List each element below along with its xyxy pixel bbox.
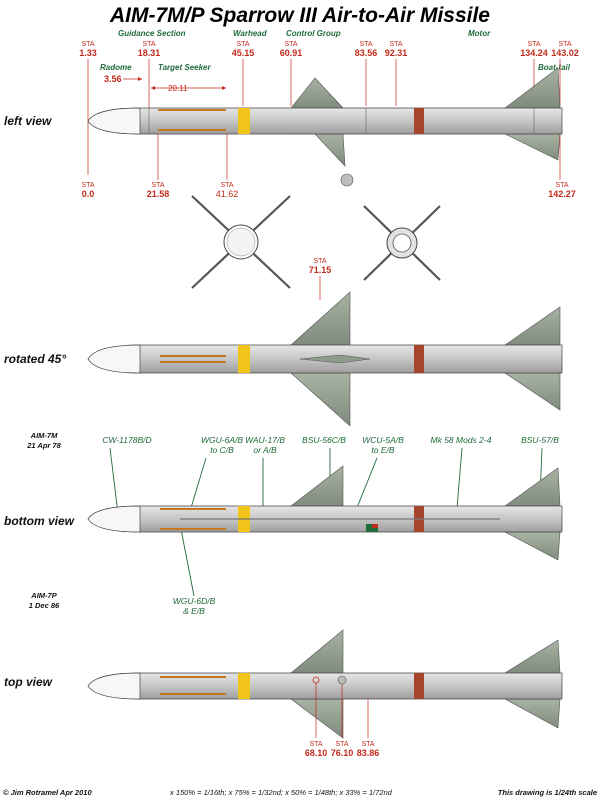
front-end-view [191, 195, 291, 289]
top-view-label: top view [4, 675, 53, 689]
sta-label: STA [309, 741, 322, 748]
station-76-10: STA 76.10 [331, 684, 354, 758]
part-wgu-6a-line1: WGU-6A/B [201, 435, 243, 445]
guidance-section-label: Guidance Section [118, 29, 186, 38]
station-92-31: STA 92.31 [385, 41, 408, 106]
radome-label: Radome [100, 63, 132, 72]
station-0-0: STA 0.0 [81, 182, 94, 199]
credit-text: © Jim Rotramel Apr 2010 [3, 788, 92, 797]
boattail-label: Boat-tail [538, 63, 571, 72]
part-mk58: Mk 58 Mods 2-4 [431, 435, 492, 445]
missile-top-view [87, 629, 563, 739]
warhead-label: Warhead [233, 29, 268, 38]
sta-label: STA [361, 741, 374, 748]
station-142-27: STA 142.27 [548, 134, 576, 199]
sta-label: STA [555, 182, 568, 189]
seeker-dimension: 20.11 [151, 84, 226, 93]
part-wgu-6d-line1: WGU-6D/B [173, 596, 216, 606]
sta-label: STA [220, 182, 233, 189]
sta-value: 18.31 [138, 48, 161, 58]
station-41-62: STA 41.62 [216, 134, 239, 199]
bottom-view-label: bottom view [4, 514, 75, 528]
sta-label: STA [389, 41, 402, 48]
scale-note: This drawing is 1/24th scale [498, 788, 597, 797]
station-18-31: STA 18.31 [138, 41, 161, 108]
missile-rotated-view [87, 291, 563, 427]
left-view-label: left view [4, 114, 52, 128]
sta-label: STA [81, 182, 94, 189]
sta-value: 60.91 [280, 48, 303, 58]
sta-label: STA [527, 41, 540, 48]
sta-label: STA [313, 258, 326, 265]
rotated-view-label: rotated 45° [4, 352, 66, 366]
sta-value: 1.33 [79, 48, 97, 58]
part-wcu-5a-line2: to E/B [371, 445, 394, 455]
sta-value: 0.0 [82, 189, 95, 199]
station-1-33: STA 1.33 [79, 41, 97, 175]
sta-label: STA [284, 41, 297, 48]
station-83-56: STA 83.56 [355, 41, 378, 106]
part-cw-1178: CW-1178B/D [102, 435, 151, 445]
sta-value: 41.62 [216, 189, 239, 199]
sta-label: STA [81, 41, 94, 48]
part-wau-17-line1: WAU-17/B [245, 435, 285, 445]
station-83-86: STA 83.86 [357, 699, 380, 758]
sta-value: 83.56 [355, 48, 378, 58]
sta-value: 92.31 [385, 48, 408, 58]
dimension-value: 3.56 [104, 74, 122, 84]
motor-label: Motor [468, 29, 491, 38]
sta-label: STA [151, 182, 164, 189]
radome-dimension: 3.56 [104, 74, 142, 84]
station-143-02: STA 143.02 [551, 41, 579, 106]
control-group-label: Control Group [286, 29, 341, 38]
part-wau-17-line2: or A/B [253, 445, 277, 455]
aim7p-variant-date: 1 Dec 86 [29, 601, 60, 610]
station-45-15: STA 45.15 [232, 41, 255, 106]
sta-value: 142.27 [548, 189, 576, 199]
part-bsu-57: BSU-57/B [521, 435, 559, 445]
page-title: AIM-7M/P Sparrow III Air-to-Air Missile [109, 4, 490, 27]
sta-value: 45.15 [232, 48, 255, 58]
missile-bottom-view [87, 465, 563, 561]
sta-label: STA [359, 41, 372, 48]
sta-label: STA [335, 741, 348, 748]
dimension-value: 20.11 [168, 84, 188, 93]
sta-label: STA [142, 41, 155, 48]
part-wgu-6a-line2: to C/B [210, 445, 234, 455]
aim7m-variant-name: AIM-7M [30, 431, 58, 440]
station-60-91: STA 60.91 [280, 41, 303, 106]
station-71-15: STA 71.15 [309, 258, 332, 300]
sta-value: 83.86 [357, 748, 380, 758]
aim7m-variant-date: 21 Apr 78 [26, 441, 61, 450]
part-wcu-5a-line1: WCU-5A/B [362, 435, 404, 445]
sta-value: 71.15 [309, 265, 332, 275]
sta-value: 143.02 [551, 48, 579, 58]
aim7p-variant-name: AIM-7P [30, 591, 57, 600]
station-21-58: STA 21.58 [147, 134, 170, 199]
target-seeker-label: Target Seeker [158, 63, 212, 72]
sta-label: STA [558, 41, 571, 48]
scale-conversions: x 150% = 1/16th; x 75% = 1/32nd; x 50% =… [169, 788, 393, 797]
sta-value: 21.58 [147, 189, 170, 199]
part-wgu-6d-line2: & E/B [183, 606, 205, 616]
sta-value: 68.10 [305, 748, 328, 758]
sta-value: 134.24 [520, 48, 548, 58]
station-68-10: STA 68.10 [305, 683, 328, 758]
rear-end-view [363, 205, 441, 281]
sta-value: 76.10 [331, 748, 354, 758]
sta-label: STA [236, 41, 249, 48]
seeker-head-detail [340, 173, 354, 187]
missile-left-view [87, 67, 563, 167]
part-bsu-56: BSU-56C/B [302, 435, 346, 445]
